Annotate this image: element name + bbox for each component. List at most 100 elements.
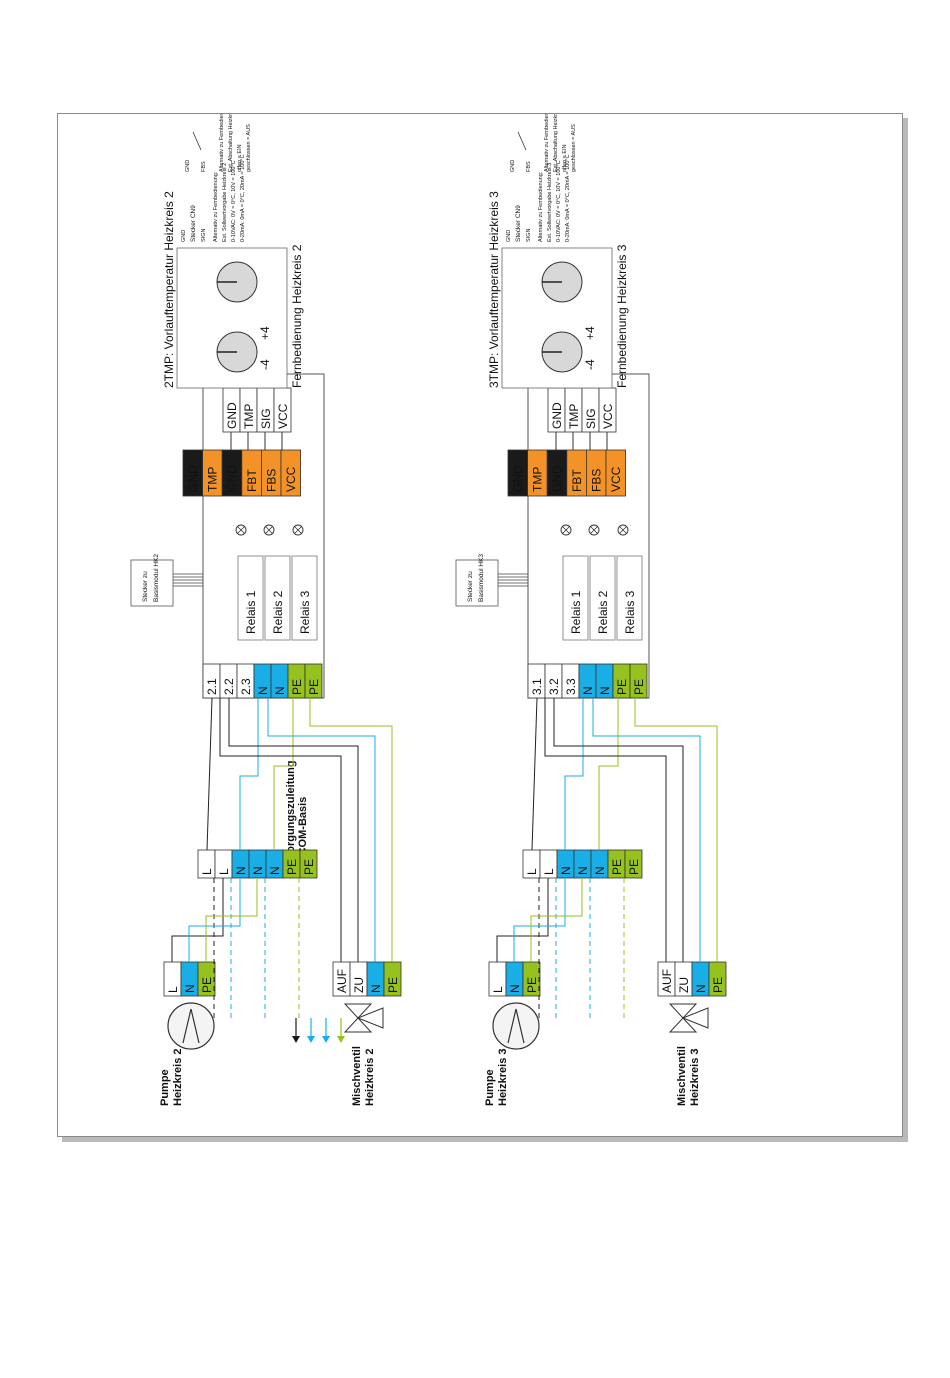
wire (228, 698, 359, 962)
valve-icon (343, 1017, 373, 1033)
dial-mark-min: -4 (258, 359, 272, 370)
module-signal-label: GND (511, 465, 525, 492)
pump-label-line2: Heizkreis 3 (497, 1049, 509, 1106)
screw-icon-slash (237, 526, 245, 534)
pump-terminal-label: PE (200, 977, 214, 993)
distribution-terminal-label: N (234, 866, 248, 875)
valve-terminal-label: N (694, 984, 708, 993)
alt-shutdown-text: geschlossen = AUS (571, 124, 577, 172)
plug-pin-label: GND (506, 230, 512, 242)
module-terminal-label: N (273, 686, 287, 695)
valve-icon (668, 1017, 698, 1033)
remote-terminal-label: VCC (601, 403, 615, 429)
distribution-terminal-label: N (268, 866, 282, 875)
supply-arrow-head (307, 1036, 315, 1043)
supply-arrow-head (322, 1036, 330, 1043)
connector-label-line2: Basismodul HK3 (478, 554, 485, 602)
alt-setpoint-text: Ext. Sollwertvorgabe Heizkreis 3 (547, 163, 553, 242)
alt-setpoint-text: 0-20mA: 0mA = 0°C, 20mA = 100°C (240, 154, 246, 242)
distribution-terminal-cell (624, 849, 643, 879)
distribution-terminal-label: PE (610, 859, 624, 875)
alt2-pin-label: FBS (526, 161, 532, 172)
remote-title: 2TMP: Vorlauftemperatur Heizkreis 2 (162, 191, 176, 388)
switch-contact-icon (192, 131, 202, 151)
dial-mark-max: +4 (583, 326, 597, 340)
wire (592, 698, 701, 962)
wire (544, 698, 667, 962)
relay-box (264, 555, 291, 641)
valve-terminal-label: N (369, 984, 383, 993)
plug-label: Stecker CN9 (515, 205, 522, 242)
remote-label: Fernbedienung Heizkreis 3 (615, 244, 629, 388)
remote-terminal-label: TMP (242, 404, 256, 429)
alt-shutdown-text: geschlossen = AUS (246, 124, 252, 172)
valve-label-line1: Mischventil (676, 1046, 688, 1106)
supply-arrow-head (337, 1036, 345, 1043)
remote-label: Fernbedienung Heizkreis 2 (290, 244, 304, 388)
remote-terminal-label: SIG (259, 408, 273, 429)
pump-icon-triangle (507, 1008, 525, 1044)
remote-terminal-label: VCC (276, 403, 290, 429)
distribution-terminal-cell (299, 849, 318, 879)
module-signal-label: FBS (264, 469, 278, 492)
module-terminal-label: N (581, 686, 595, 695)
pump-icon-triangle (182, 1008, 200, 1044)
valve-terminal-label: AUF (660, 969, 674, 993)
relay-label: Relais 1 (569, 590, 583, 634)
pump-icon (167, 1002, 215, 1050)
valve-label-line2: Heizkreis 3 (689, 1049, 701, 1106)
valve-terminal-label: PE (386, 977, 400, 993)
valve-icon (356, 1007, 384, 1029)
distribution-terminal-label: L (200, 868, 214, 875)
screw-icon-slash (562, 526, 570, 534)
relay-box (616, 555, 643, 641)
relay-box (562, 555, 589, 641)
valve-terminal-label: ZU (352, 977, 366, 993)
valve-terminal-label: AUF (335, 969, 349, 993)
pump-label-line1: Pumpe (159, 1069, 171, 1106)
wire (309, 698, 393, 962)
alt-shutdown-text: offen = EIN (237, 144, 243, 172)
module-terminal-label: N (256, 686, 270, 695)
wire (205, 878, 258, 962)
distribution-terminal-label: L (217, 868, 231, 875)
relay-label: Relais 1 (244, 590, 258, 634)
pump-terminal-label: N (183, 984, 197, 993)
alt-shutdown-text: Ext. Abschaltung Heizkreis 3 (553, 114, 559, 172)
remote-body (176, 247, 288, 389)
alt-shutdown-text: Ext. Abschaltung Heizkreis 2 (228, 114, 234, 172)
module-terminal-label: 2.1 (205, 678, 219, 695)
valve-icon (668, 1003, 698, 1019)
connector-label-line1: Stecker zu (467, 571, 474, 602)
module-signal-terminal (605, 449, 627, 497)
module-terminal-cell (304, 663, 323, 699)
module-signal-label: GND (186, 465, 200, 492)
wire (598, 698, 619, 850)
plug-label: Stecker CN9 (190, 205, 197, 242)
remote-body (501, 247, 613, 389)
distribution-terminal-label: PE (627, 859, 641, 875)
screw-icon-slash (590, 526, 598, 534)
distribution-terminal-label: PE (285, 859, 299, 875)
alt-setpoint-text: 0-10VAC: 0V = 0°C, 10V = 100°C (231, 160, 237, 242)
valve-label-line2: Heizkreis 2 (364, 1049, 376, 1106)
dial-mark-max: +4 (258, 326, 272, 340)
wire (496, 878, 549, 962)
wire (553, 698, 684, 962)
distribution-terminal-label: L (542, 868, 556, 875)
module-terminal-label: 2.2 (222, 678, 236, 695)
distribution-terminal-label: N (251, 866, 265, 875)
relay-label: Relais 2 (271, 590, 285, 634)
module-terminal-label: PE (632, 679, 646, 695)
module-terminal-cell (629, 663, 648, 699)
alt-shutdown-text: offen = EIN (562, 144, 568, 172)
module-signal-label: VCC (284, 466, 298, 492)
wire (171, 878, 224, 962)
screw-icon-slash (619, 526, 627, 534)
alt-setpoint-text: 0-10VAC: 0V = 0°C, 10V = 100°C (556, 160, 562, 242)
remote-terminal-label: GND (550, 402, 564, 429)
pump-label-line2: Heizkreis 2 (172, 1049, 184, 1106)
pump-icon (492, 1002, 540, 1050)
module-terminal-label: 3.3 (564, 678, 578, 695)
